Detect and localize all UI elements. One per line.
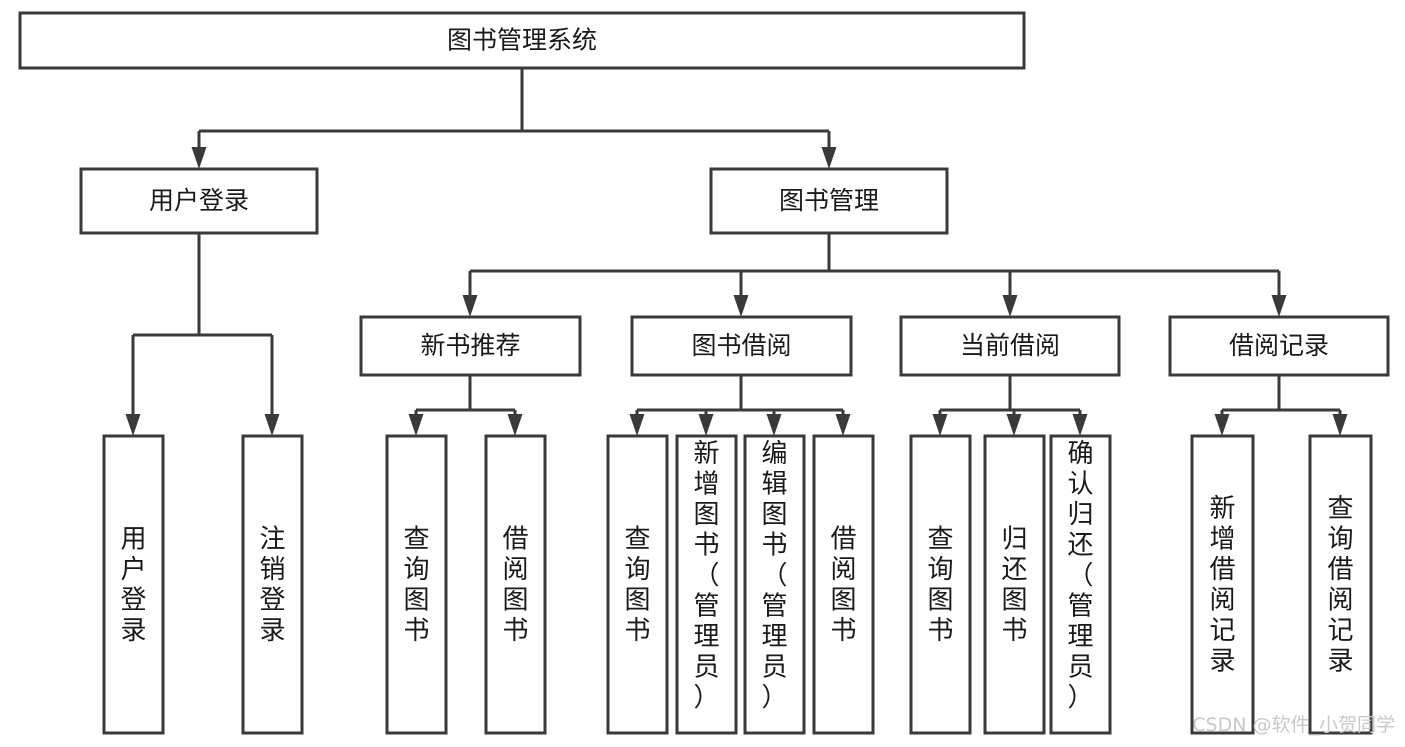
leaf-node-leaf-query-book-1[interactable]: 查询图书 — [385, 434, 448, 735]
node-box[interactable] — [899, 315, 1121, 377]
arrow-head-icon — [766, 414, 782, 436]
arrow-head-icon — [507, 414, 523, 436]
arrow-head-icon — [733, 295, 749, 317]
node-box[interactable] — [484, 434, 547, 735]
node-borrow-record[interactable]: 借阅记录 — [1168, 315, 1390, 377]
leaf-node-leaf-edit-book[interactable]: 编辑图书（管理员） — [743, 434, 806, 735]
node-label: 查询借阅记录 — [1327, 494, 1353, 677]
csdn-watermark: CSDN @软件_小贺同学 — [1192, 714, 1395, 736]
connector-user-login-to-leaves — [125, 233, 280, 436]
node-box[interactable] — [359, 315, 582, 377]
node-label: 确认归还（管理员） — [1067, 439, 1093, 713]
node-label: 用户登录 — [120, 525, 146, 647]
node-box[interactable] — [983, 434, 1046, 735]
node-new-book-recommend[interactable]: 新书推荐 — [359, 315, 582, 377]
node-box[interactable] — [1049, 434, 1112, 735]
connector-new-book-recommend-to-leaves — [408, 375, 523, 436]
leaf-node-leaf-query-book-3[interactable]: 查询图书 — [909, 434, 972, 735]
node-label: 查询图书 — [624, 525, 650, 647]
connector-borrow-record-to-leaves — [1214, 375, 1348, 436]
arrow-head-icon — [1271, 295, 1287, 317]
leaf-node-leaf-confirm-return[interactable]: 确认归还（管理员） — [1049, 434, 1112, 735]
node-label: 图书借阅 — [691, 331, 791, 360]
node-label: 当前借阅 — [960, 331, 1060, 360]
arrow-head-icon — [1214, 414, 1230, 436]
node-box[interactable] — [241, 434, 304, 735]
node-label: 新增图书（管理员） — [693, 439, 719, 713]
arrow-head-icon — [932, 414, 948, 436]
node-label: 查询图书 — [927, 525, 953, 647]
node-current-borrow[interactable]: 当前借阅 — [899, 315, 1121, 377]
node-label: 新增借阅记录 — [1209, 494, 1235, 677]
node-label: 查询图书 — [403, 525, 429, 647]
arrow-head-icon — [125, 414, 141, 436]
arrow-head-icon — [1072, 414, 1088, 436]
node-user-login[interactable]: 用户登录 — [79, 167, 319, 235]
node-box[interactable] — [630, 315, 853, 377]
node-label: 新书推荐 — [420, 331, 520, 360]
node-box[interactable] — [675, 434, 738, 735]
node-box[interactable] — [709, 167, 949, 235]
node-label: 借阅图书 — [502, 525, 528, 647]
node-root[interactable]: 图书管理系统 — [18, 11, 1026, 70]
leaf-node-leaf-borrow-book-1[interactable]: 借阅图书 — [484, 434, 547, 735]
leaf-node-leaf-add-book[interactable]: 新增图书（管理员） — [675, 434, 738, 735]
arrow-head-icon — [408, 414, 424, 436]
connector-root-to-level2 — [191, 68, 837, 169]
node-box[interactable] — [1190, 434, 1255, 735]
leaf-node-leaf-user-login[interactable]: 用户登录 — [102, 434, 165, 735]
connectors-layer — [125, 68, 1348, 436]
arrow-head-icon — [698, 414, 714, 436]
arrow-head-icon — [264, 414, 280, 436]
node-box[interactable] — [102, 434, 165, 735]
node-box[interactable] — [18, 11, 1026, 70]
arrow-head-icon — [462, 295, 478, 317]
node-label: 借阅图书 — [830, 525, 856, 647]
connector-current-borrow-to-leaves — [932, 375, 1088, 436]
node-label: 注销登录 — [259, 525, 285, 647]
node-label: 编辑图书（管理员） — [761, 439, 787, 713]
node-box[interactable] — [743, 434, 806, 735]
node-box[interactable] — [1308, 434, 1373, 735]
arrow-head-icon — [821, 147, 837, 169]
arrow-head-icon — [1002, 295, 1018, 317]
leaf-node-leaf-query-book-2[interactable]: 查询图书 — [606, 434, 669, 735]
node-box[interactable] — [606, 434, 669, 735]
node-book-borrow[interactable]: 图书借阅 — [630, 315, 853, 377]
leaf-node-leaf-logout[interactable]: 注销登录 — [241, 434, 304, 735]
node-box[interactable] — [79, 167, 319, 235]
nodes-layer: 图书管理系统用户登录图书管理新书推荐图书借阅当前借阅借阅记录用户登录注销登录查询… — [18, 11, 1390, 735]
node-box[interactable] — [1168, 315, 1390, 377]
node-box[interactable] — [909, 434, 972, 735]
leaf-node-leaf-add-record[interactable]: 新增借阅记录 — [1190, 434, 1255, 735]
node-label: 图书管理 — [779, 186, 879, 215]
arrow-head-icon — [1332, 414, 1348, 436]
connector-book-borrow-to-leaves — [629, 375, 851, 436]
node-label: 借阅记录 — [1229, 331, 1329, 360]
arrow-head-icon — [835, 414, 851, 436]
node-label: 图书管理系统 — [447, 26, 597, 55]
arrow-head-icon — [629, 414, 645, 436]
arrow-head-icon — [1006, 414, 1022, 436]
node-label: 用户登录 — [149, 186, 249, 215]
node-box[interactable] — [385, 434, 448, 735]
leaf-node-leaf-return-book[interactable]: 归还图书 — [983, 434, 1046, 735]
arrow-head-icon — [191, 147, 207, 169]
connector-book-manage-to-level3 — [462, 233, 1287, 317]
leaf-node-leaf-borrow-book-2[interactable]: 借阅图书 — [812, 434, 875, 735]
node-label: 归还图书 — [1001, 525, 1027, 647]
leaf-node-leaf-query-record[interactable]: 查询借阅记录 — [1308, 434, 1373, 735]
node-box[interactable] — [812, 434, 875, 735]
node-book-manage[interactable]: 图书管理 — [709, 167, 949, 235]
